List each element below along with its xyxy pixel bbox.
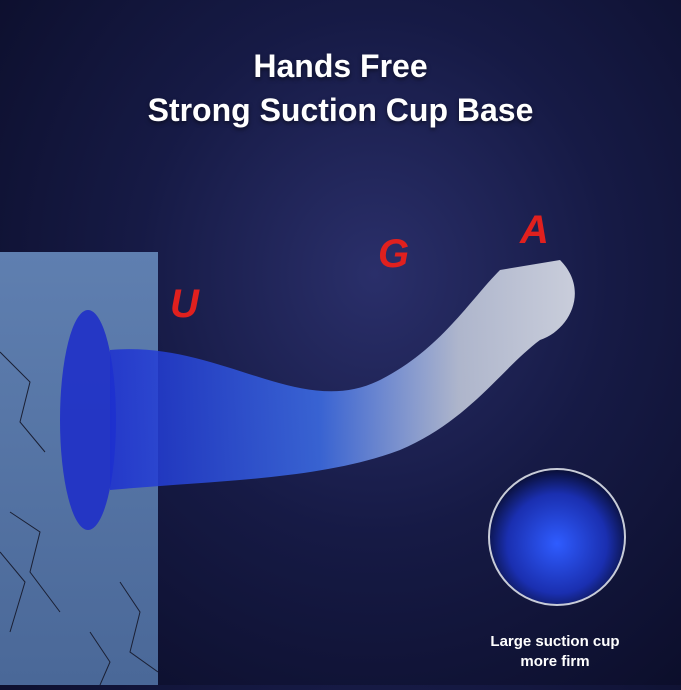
inset-caption-line-2: more firm [520, 653, 590, 670]
zone-label-a: A [520, 208, 549, 252]
inset-caption-line-1: Large suction cup [490, 633, 620, 650]
headline-line-2: Strong Suction Cup Base [147, 92, 534, 128]
zone-label-g: G [378, 232, 410, 276]
wall-cracks [0, 351, 159, 686]
zone-label-u: U [170, 282, 199, 326]
headline-line-1: Hands Free [253, 48, 428, 84]
suction-cup-inset [488, 468, 626, 606]
